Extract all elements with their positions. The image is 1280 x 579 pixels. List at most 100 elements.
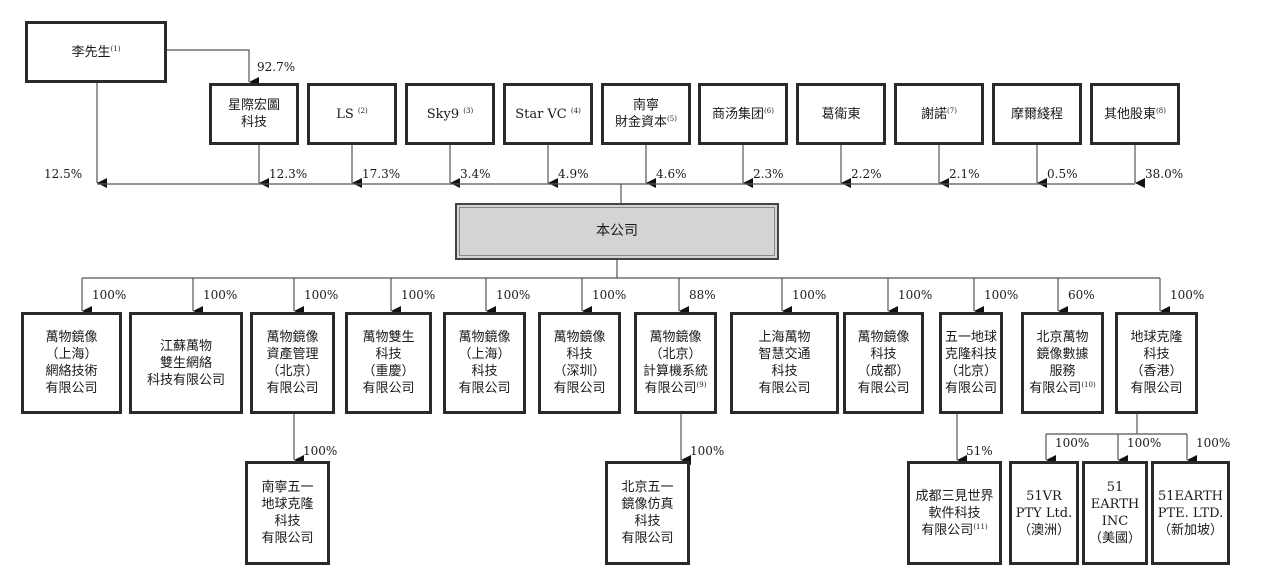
shareholder-pct: 12.3% — [269, 167, 308, 181]
subsidiary-box-label: 萬物鏡像 資產管理 （北京） 有限公司 — [266, 330, 319, 396]
grandchild-box: 51VR PTY Ltd. （澳洲） — [1009, 461, 1079, 565]
shareholder-box: Star VC (4) — [503, 83, 593, 145]
subsidiary-box-label: 萬物鏡像 （上海） 科技 有限公司 — [458, 330, 511, 396]
subsidiary-box-label: 萬物鏡像 科技 （深圳） 有限公司 — [553, 330, 606, 396]
shareholder-pct: 2.1% — [949, 167, 980, 181]
subsidiary-pct: 100% — [792, 288, 827, 302]
shareholder-box: LS (2) — [307, 83, 397, 145]
shareholder-box-label: 謝諾(7) — [921, 106, 957, 122]
subsidiary-box: 萬物鏡像 （上海） 網絡技術 有限公司 — [21, 312, 122, 414]
grandchild-box-label: 51EARTH PTE. LTD. （新加坡） — [1157, 488, 1224, 538]
subsidiary-box-footnote: (9) — [696, 381, 707, 389]
grandchild-box-label: 南寧五一 地球克隆 科技 有限公司 — [261, 480, 314, 546]
shareholder-box-footnote: (2) — [357, 106, 368, 115]
shareholder-box-label: LS (2) — [336, 106, 368, 122]
person-company-pct: 12.5% — [44, 167, 83, 181]
shareholder-box-label: 商汤集团(6) — [712, 106, 774, 122]
shareholder-box: 摩爾綫程 — [992, 83, 1082, 145]
subsidiary-box-label: 萬物雙生 科技 （重慶） 有限公司 — [362, 330, 415, 396]
grandchild-box-label: 51VR PTY Ltd. （澳洲） — [1015, 488, 1073, 538]
shareholder-box-label: 星際宏圖 科技 — [227, 98, 280, 130]
subsidiary-pct: 100% — [304, 288, 339, 302]
shareholder-pct: 0.5% — [1047, 167, 1078, 181]
subsidiary-box-label: 萬物鏡像 （北京） 計算機系統 有限公司(9) — [642, 330, 708, 396]
shareholder-box-footnote: (8) — [1156, 106, 1166, 115]
shareholder-pct: 2.2% — [851, 167, 882, 181]
subsidiary-pct: 100% — [984, 288, 1019, 302]
person-holding-pct: 92.7% — [257, 60, 296, 74]
company-box: 本公司 — [455, 203, 779, 260]
subsidiary-box: 北京萬物 鏡像數據 服務 有限公司(10) — [1021, 312, 1104, 414]
shareholder-box-label: 摩爾綫程 — [1010, 106, 1063, 122]
person-to-holding-arrow — [167, 49, 259, 87]
grandchild-box: 北京五一 鏡像仿真 科技 有限公司 — [605, 461, 690, 565]
grandchild-box-label: 成都三見世界 軟件科技 有限公司(11) — [915, 488, 994, 538]
shareholder-box-label: 其他股東(8) — [1104, 106, 1166, 122]
subsidiary-pct: 88% — [689, 288, 716, 302]
grandchild-pct: 100% — [1196, 436, 1231, 450]
shareholder-box-footnote: (6) — [764, 106, 774, 115]
subsidiary-box: 江蘇萬物 雙生網絡 科技有限公司 — [129, 312, 243, 414]
shareholder-box: 星際宏圖 科技 — [209, 83, 299, 145]
grandchild-pct: 100% — [303, 444, 338, 458]
subsidiary-box: 五一地球 克隆科技 （北京） 有限公司 — [939, 312, 1003, 414]
grandchild-box-footnote: (11) — [973, 522, 988, 531]
shareholder-box-footnote: (5) — [667, 115, 677, 123]
shareholder-box: 謝諾(7) — [894, 83, 984, 145]
subsidiary-box: 萬物鏡像 資產管理 （北京） 有限公司 — [250, 312, 335, 414]
shareholder-box: 其他股東(8) — [1090, 83, 1180, 145]
subsidiary-pct: 100% — [592, 288, 627, 302]
subsidiary-box-label: 萬物鏡像 科技 （成都） 有限公司 — [857, 330, 910, 396]
grandchild-pct: 51% — [966, 444, 993, 458]
shareholder-box-footnote: (7) — [947, 106, 957, 115]
grandchild-pct: 100% — [1127, 436, 1162, 450]
subsidiary-pct: 100% — [92, 288, 127, 302]
subsidiary-box: 萬物鏡像 科技 （深圳） 有限公司 — [538, 312, 621, 414]
shareholder-box: 商汤集团(6) — [698, 83, 788, 145]
subsidiary-box-label: 上海萬物 智慧交通 科技 有限公司 — [758, 330, 811, 396]
subsidiary-box: 萬物鏡像 （上海） 科技 有限公司 — [443, 312, 526, 414]
grandchild-pct: 100% — [1055, 436, 1090, 450]
subsidiary-pct: 100% — [401, 288, 436, 302]
shareholder-pct: 2.3% — [753, 167, 784, 181]
shareholder-box-label: 南寧 財金資本(5) — [615, 98, 677, 130]
subsidiary-box-footnote: (10) — [1081, 381, 1096, 389]
subsidiary-pct: 60% — [1068, 288, 1095, 302]
grandchild-box-label: 北京五一 鏡像仿真 科技 有限公司 — [621, 480, 674, 546]
shareholder-pct: 4.9% — [558, 167, 589, 181]
grandchild-box-label: 51 EARTH INC （美國） — [1088, 480, 1141, 546]
subsidiary-pct: 100% — [496, 288, 531, 302]
subsidiary-box-label: 地球克隆 科技 （香港） 有限公司 — [1130, 330, 1183, 396]
grandchild-box: 51EARTH PTE. LTD. （新加坡） — [1151, 461, 1230, 565]
shareholder-pct: 17.3% — [362, 167, 401, 181]
subsidiary-box-label: 江蘇萬物 雙生網絡 科技有限公司 — [146, 338, 225, 388]
person-box: 李先生(1) — [25, 21, 167, 83]
shareholder-box: Sky9 (3) — [405, 83, 495, 145]
company-box-label: 本公司 — [596, 223, 638, 239]
shareholder-box-label: Star VC (4) — [515, 106, 581, 122]
shareholder-box-footnote: (3) — [463, 106, 474, 115]
shareholder-box-footnote: (4) — [570, 106, 581, 115]
person-box-label: 李先生(1) — [71, 44, 121, 60]
subsidiary-box: 地球克隆 科技 （香港） 有限公司 — [1115, 312, 1198, 414]
grandchild-box: 51 EARTH INC （美國） — [1082, 461, 1148, 565]
shareholder-pct: 3.4% — [460, 167, 491, 181]
subsidiary-box: 萬物雙生 科技 （重慶） 有限公司 — [345, 312, 432, 414]
subsidiary-pct: 100% — [898, 288, 933, 302]
person-box-footnote: (1) — [110, 44, 121, 53]
grandchild-box: 成都三見世界 軟件科技 有限公司(11) — [907, 461, 1002, 565]
subsidiary-box-label: 萬物鏡像 （上海） 網絡技術 有限公司 — [45, 330, 98, 396]
subsidiary-box-label: 五一地球 克隆科技 （北京） 有限公司 — [944, 330, 997, 396]
shareholder-pct: 4.6% — [656, 167, 687, 181]
subsidiary-box-label: 北京萬物 鏡像數據 服務 有限公司(10) — [1029, 330, 1096, 396]
shareholder-pct: 38.0% — [1145, 167, 1184, 181]
shareholder-box-label: Sky9 (3) — [426, 106, 474, 122]
subsidiary-box: 萬物鏡像 科技 （成都） 有限公司 — [843, 312, 924, 414]
shareholder-box: 葛衛東 — [796, 83, 886, 145]
shareholder-box-label: 葛衛東 — [821, 106, 861, 122]
shareholder-box: 南寧 財金資本(5) — [601, 83, 691, 145]
subsidiary-pct: 100% — [203, 288, 238, 302]
subsidiary-pct: 100% — [1170, 288, 1205, 302]
subsidiary-box: 上海萬物 智慧交通 科技 有限公司 — [730, 312, 839, 414]
